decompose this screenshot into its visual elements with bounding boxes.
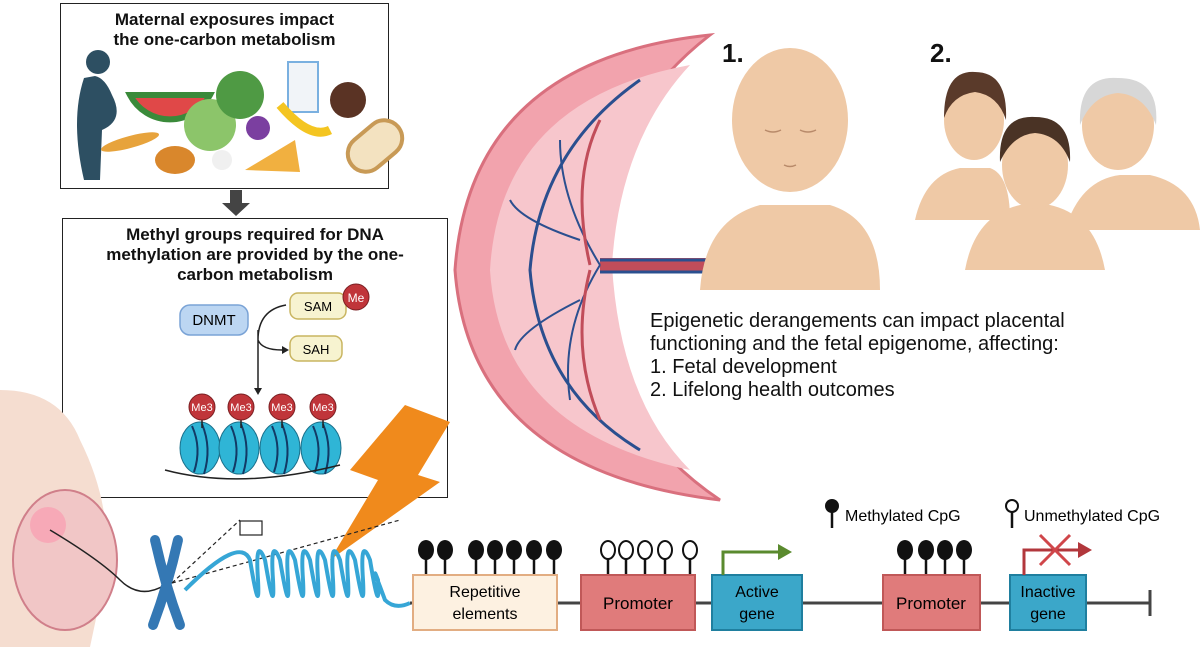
methylated-cpg: [918, 540, 934, 560]
nucleosome: [179, 421, 221, 475]
unmethylated-cpg: [637, 540, 653, 560]
down-arrow-icon: [222, 190, 250, 216]
methylated-cpg: [546, 540, 562, 560]
baby-illustration: [700, 48, 880, 290]
svg-text:SAH: SAH: [303, 342, 330, 357]
methylated-cpg: [526, 540, 542, 560]
promoter-box-2: Promoter: [882, 574, 981, 631]
gene-track: Repetitive elements Promoter Active gene…: [410, 533, 1152, 631]
svg-text:elements: elements: [453, 606, 518, 623]
svg-text:Repetitive: Repetitive: [449, 584, 520, 601]
svg-text:Me: Me: [348, 291, 365, 305]
nucleosome: [300, 421, 342, 475]
svg-text:Promoter: Promoter: [603, 594, 673, 613]
methylated-cpg: [897, 540, 913, 560]
nucleosome: [218, 421, 260, 475]
unmethylated-cpg: [618, 540, 634, 560]
outcomes-line: 1. Fetal development: [650, 356, 837, 378]
me3-label: Me3: [271, 402, 292, 414]
methylated-cpg: [487, 540, 503, 560]
sah-pill: SAH: [289, 335, 343, 362]
nucleosomes: Me3 Me3 Me3 Me3: [164, 393, 342, 480]
methylated-cpg: [937, 540, 953, 560]
legend: Methylated CpG Unmethylated CpG: [825, 499, 1160, 528]
outcomes-text: Epigenetic derangements can impact place…: [650, 310, 1065, 402]
me3-label: Me3: [312, 402, 333, 414]
inactive-gene-box: Inactive gene: [1009, 574, 1087, 631]
methylated-cpg: [506, 540, 522, 560]
blocked-x-icon: [1038, 533, 1072, 567]
methyl-groups-panel: Methyl groups required for DNA methylati…: [62, 218, 448, 498]
nucleosome: [259, 421, 301, 475]
methyl-groups-title: Methyl groups required for DNA methylati…: [106, 225, 404, 284]
pregnant-woman-illustration: [0, 390, 166, 647]
svg-text:Promoter: Promoter: [896, 594, 966, 613]
outcomes-line: functioning and the fetal epigenome, aff…: [650, 333, 1059, 355]
maternal-exposures-title: Maternal exposures impact the one-carbon…: [113, 10, 336, 49]
svg-text:gene: gene: [1030, 606, 1066, 623]
me3-circle: [309, 393, 337, 421]
unmethylated-cpg: [682, 540, 698, 560]
promoter-box-1: Promoter: [580, 574, 696, 631]
sam-pill: SAM Me: [289, 283, 370, 320]
svg-text:DNMT: DNMT: [192, 312, 235, 329]
methylated-cpg: [437, 540, 453, 560]
outcomes-line: Epigenetic derangements can impact place…: [650, 310, 1065, 332]
unmethylated-cpg: [600, 540, 616, 560]
me3-label: Me3: [230, 402, 251, 414]
unmethylated-cpg: [657, 540, 673, 560]
outcomes-line: 2. Lifelong health outcomes: [650, 379, 895, 401]
active-gene-box: Active gene: [711, 574, 803, 631]
methylated-cpg: [468, 540, 484, 560]
me3-label: Me3: [191, 402, 212, 414]
people-illustration: [915, 71, 1200, 270]
svg-text:Unmethylated CpG: Unmethylated CpG: [1024, 508, 1160, 525]
svg-text:Active: Active: [735, 584, 779, 601]
lightning-icon: [330, 405, 450, 560]
svg-text:Methylated CpG: Methylated CpG: [845, 508, 961, 525]
dnmt-pill: DNMT: [179, 304, 249, 336]
svg-text:gene: gene: [739, 606, 775, 623]
food-illustration: [77, 50, 405, 180]
methylated-cpg: [956, 540, 972, 560]
reaction-arrow-icon: [257, 304, 287, 388]
dna-coil: [183, 549, 411, 608]
me3-circle: [227, 393, 255, 421]
svg-text:SAM: SAM: [304, 299, 332, 314]
inactive-transcription-arrow-icon: [1022, 548, 1080, 575]
chromosome-icon: [148, 535, 185, 630]
legend-methylated: Methylated CpG: [825, 499, 961, 528]
legend-unmethylated: Unmethylated CpG: [1005, 499, 1160, 528]
label-lifelong-health: 2.: [930, 38, 952, 68]
me3-circle: [268, 393, 296, 421]
label-fetal-development: 1.: [722, 38, 744, 68]
me3-circle: [188, 393, 216, 421]
repetitive-elements-box: Repetitive elements: [412, 574, 558, 631]
svg-text:Inactive: Inactive: [1020, 584, 1075, 601]
active-transcription-arrow-icon: [721, 550, 780, 575]
methylated-cpg: [418, 540, 434, 560]
